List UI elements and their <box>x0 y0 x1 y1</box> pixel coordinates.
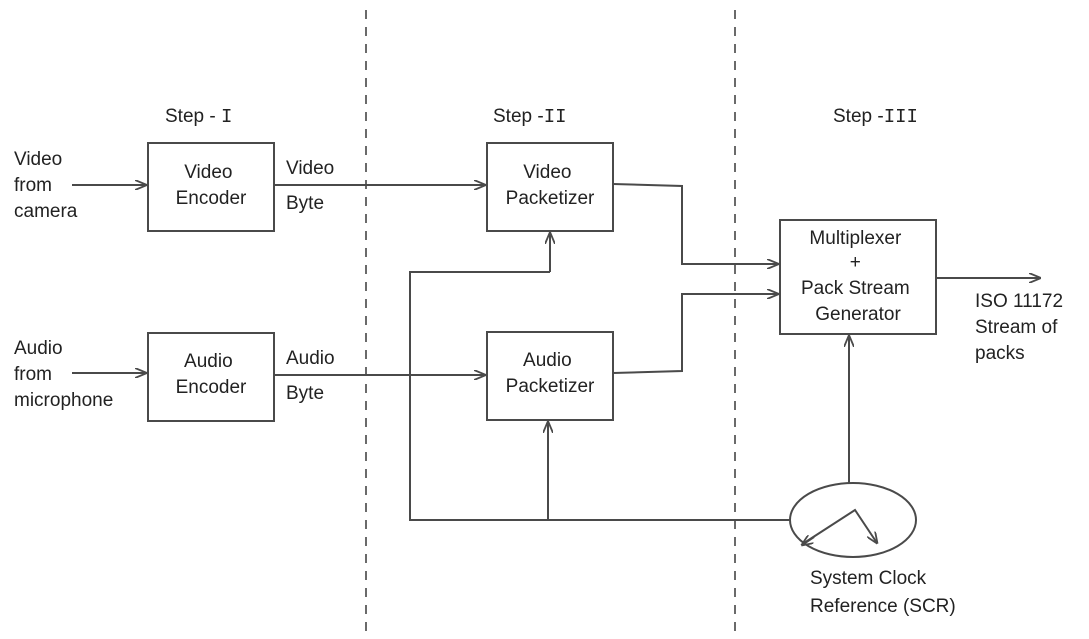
multiplexer-box <box>779 219 937 335</box>
multiplexer-label: Multiplexer + Pack Stream Generator <box>801 228 915 325</box>
video-encoder-label: Video Encoder <box>176 162 247 209</box>
clock-hand-start-tick <box>802 537 815 545</box>
audio-input-label: Audio from microphone <box>14 338 113 411</box>
audio-encoder-box <box>147 332 275 422</box>
clock-hands-icon <box>803 508 877 543</box>
step-3-heading: Step -III <box>833 106 918 128</box>
step-2-heading: Step -II <box>493 106 567 128</box>
audio-packetizer-label: Audio Packetizer <box>506 350 595 397</box>
video-packetizer-label: Video Packetizer <box>506 162 595 209</box>
step-1-heading: Step - I <box>165 106 232 128</box>
video-encoder-box <box>147 142 275 232</box>
video-packetizer-box <box>486 142 614 232</box>
audio-byte-label: Audio Byte <box>286 348 340 404</box>
video-byte-label: Video Byte <box>286 158 340 214</box>
video-packet-to-mux-arrow <box>612 183 778 264</box>
system-clock-ellipse <box>789 482 917 558</box>
system-clock-label: System Clock Reference (SCR) <box>810 568 956 617</box>
video-input-label: Video from camera <box>14 149 78 222</box>
audio-packetizer-box <box>486 331 614 421</box>
audio-packet-to-mux-arrow <box>612 294 778 374</box>
clock-bus-line <box>409 271 790 521</box>
output-stream-label: ISO 11172 Stream of packs <box>975 291 1068 364</box>
audio-encoder-label: Audio Encoder <box>176 351 247 398</box>
